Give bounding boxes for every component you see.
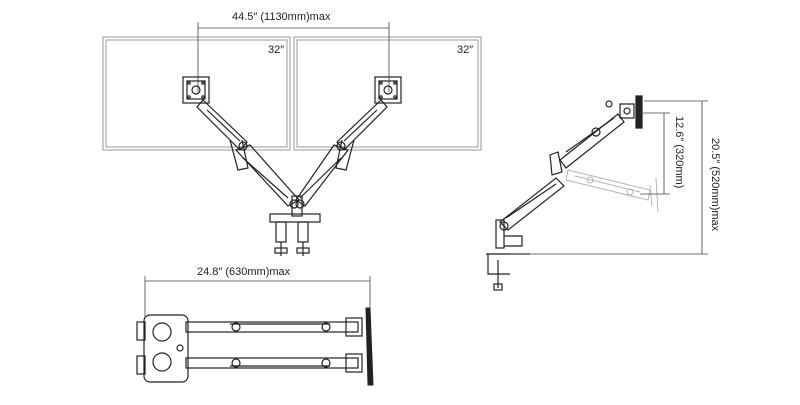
side-view: 12.6″ (320mm) 20.5″ (520mm)max — [486, 95, 721, 291]
width-dimension-label: 44.5″ (1130mm)max — [232, 11, 331, 23]
right-vesa-plate — [374, 76, 402, 104]
side-lower-arm — [499, 177, 565, 231]
reach-dimension-line — [144, 276, 371, 318]
top-view: 24.8″ (630mm)max — [136, 266, 374, 386]
top-base-block — [136, 314, 189, 383]
left-monitor-frame — [102, 36, 291, 151]
side-monitor-head — [619, 95, 643, 129]
right-monitor-size: 32″ — [457, 44, 473, 56]
reach-dimension-label: 24.8″ (630mm)max — [197, 266, 291, 278]
left-vesa-plate — [182, 76, 210, 104]
front-base-clamp — [269, 195, 321, 256]
front-view: 32″ 32″ 44.5″ (1130mm)max — [102, 11, 482, 256]
left-monitor-size: 32″ — [268, 44, 284, 56]
top-upper-arm — [185, 317, 363, 337]
side-ghost-position — [565, 169, 659, 213]
top-monitor-edge — [365, 307, 374, 386]
height-dimension-line — [510, 100, 708, 255]
side-upper-arm — [549, 100, 625, 176]
right-monitor-frame — [293, 36, 482, 151]
lift-dimension-line — [640, 112, 670, 195]
right-arm — [295, 99, 388, 209]
left-arm — [196, 99, 300, 209]
width-dimension-line — [197, 22, 390, 92]
top-lower-arm — [185, 353, 363, 373]
height-dimension-label: 20.5″ (520mm)max — [709, 138, 721, 232]
lift-dimension-label: 12.6″ (320mm) — [673, 116, 685, 188]
